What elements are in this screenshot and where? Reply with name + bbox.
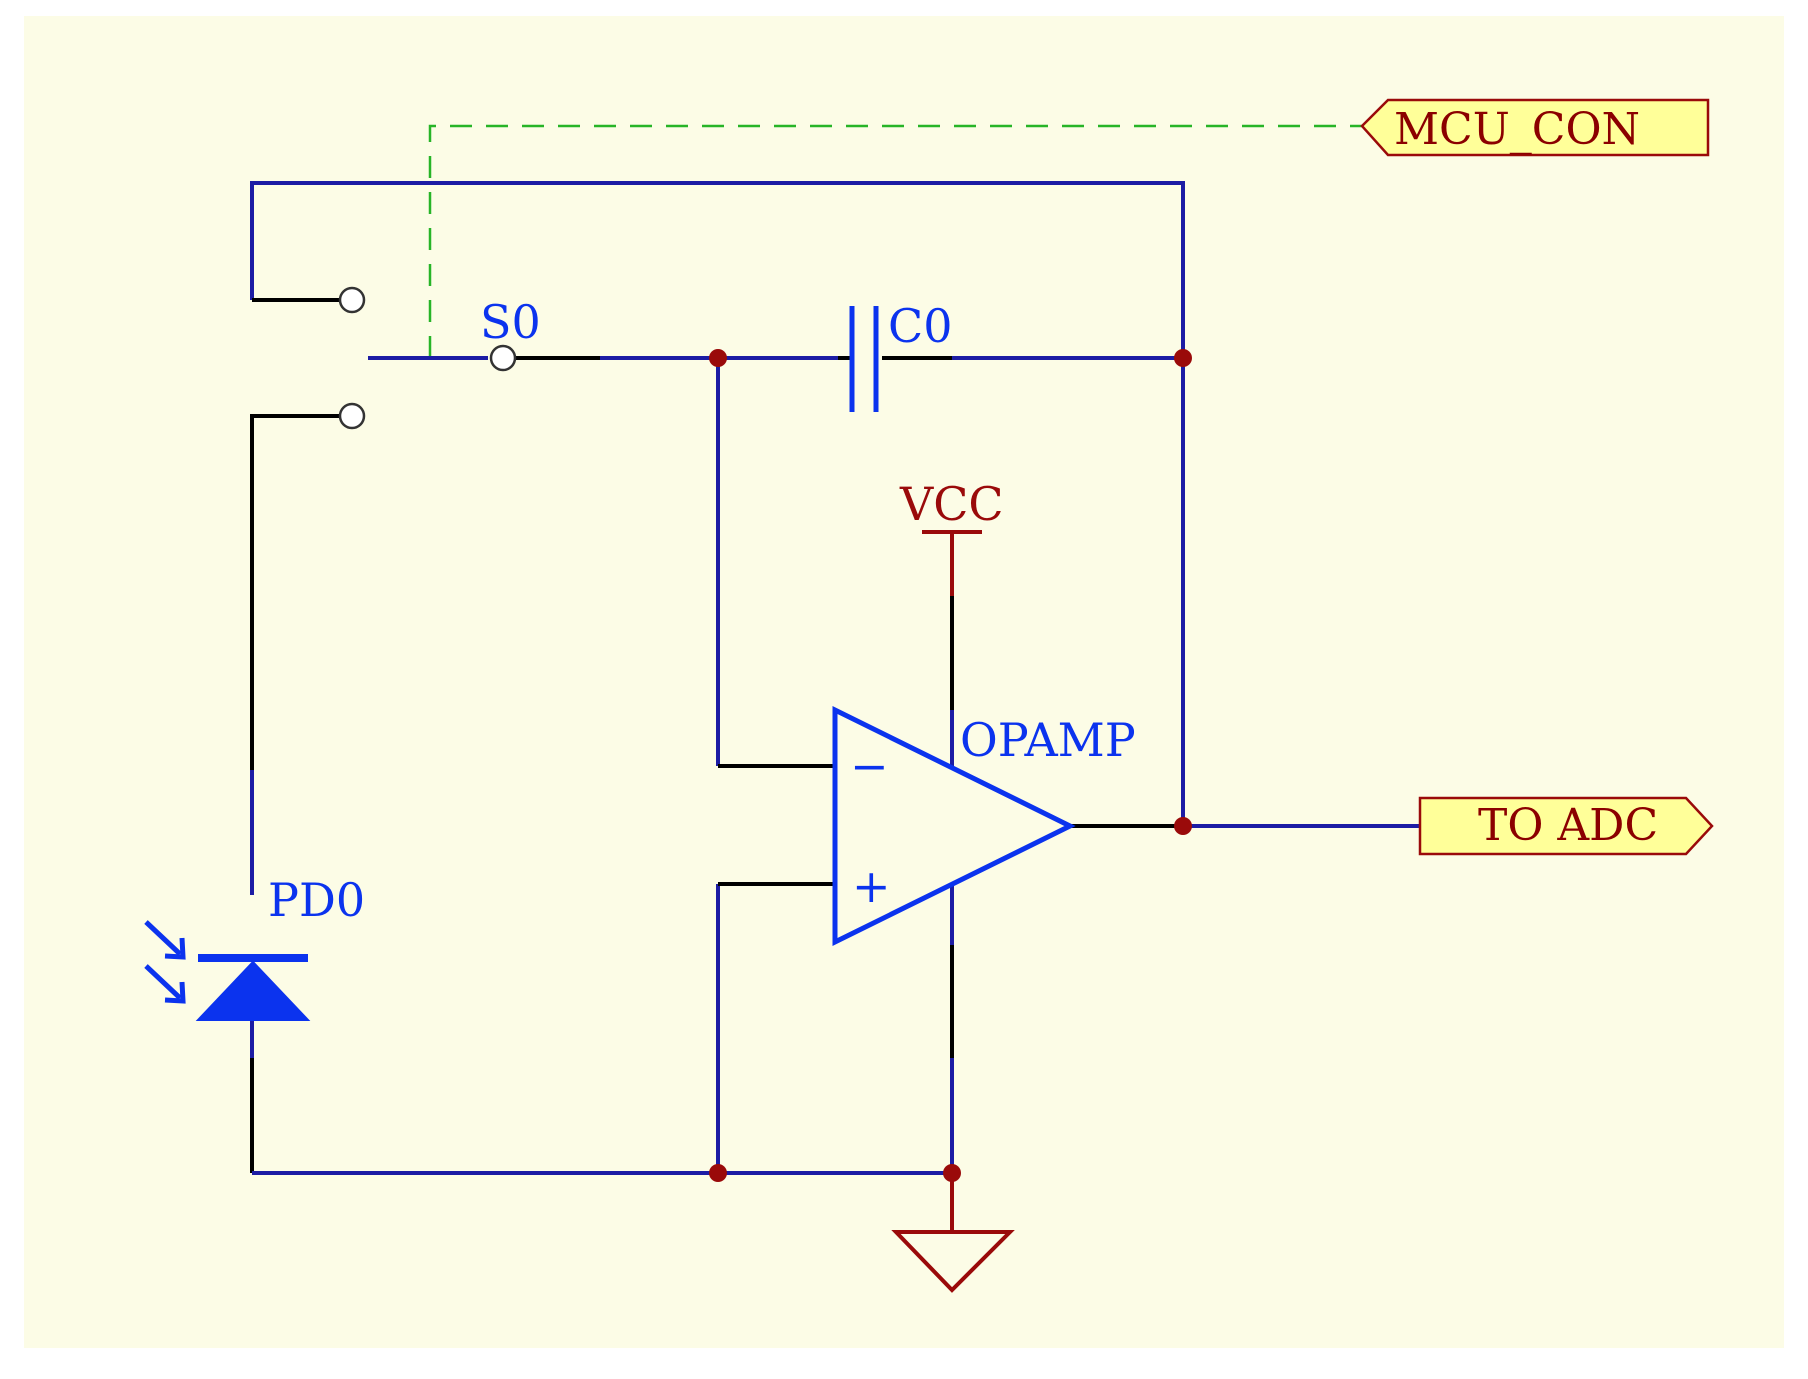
junction-dot	[1174, 817, 1192, 835]
photodiode-designator: PD0	[268, 873, 365, 927]
junction-dot	[709, 349, 727, 367]
opamp-designator: OPAMP	[960, 713, 1136, 767]
capacitor-c0[interactable]: C0	[849, 299, 952, 412]
junction-dot	[943, 1164, 961, 1182]
port-mcu-con-label: MCU_CON	[1394, 104, 1640, 155]
vcc-power-port[interactable]: VCC	[899, 477, 1004, 768]
opamp-plus-sign: +	[852, 859, 891, 913]
light-arrows-icon	[144, 920, 186, 1004]
opamp[interactable]: − + OPAMP	[832, 705, 1136, 947]
sheet-background	[24, 16, 1784, 1348]
control-line	[428, 124, 1362, 358]
junction-dot	[1174, 349, 1192, 367]
port-mcu-con[interactable]: MCU_CON	[1360, 98, 1710, 157]
junction-dot	[709, 1164, 727, 1182]
port-to-adc-label: TO ADC	[1478, 800, 1658, 851]
switch-s0[interactable]: S0	[338, 286, 541, 430]
switch-designator: S0	[480, 295, 541, 349]
switch-terminal-bottom	[338, 402, 366, 430]
switch-terminal-common	[489, 344, 517, 372]
opamp-minus-sign: −	[850, 739, 889, 793]
switch-terminal-top	[338, 286, 366, 314]
photodiode-pd0[interactable]: PD0	[144, 873, 365, 1021]
capacitor-designator: C0	[888, 299, 952, 353]
port-to-adc[interactable]: TO ADC	[1418, 796, 1714, 856]
ground-symbol[interactable]	[891, 1173, 1015, 1293]
wires	[250, 181, 1420, 1175]
junctions	[709, 349, 1192, 1182]
vcc-label: VCC	[899, 477, 1004, 531]
